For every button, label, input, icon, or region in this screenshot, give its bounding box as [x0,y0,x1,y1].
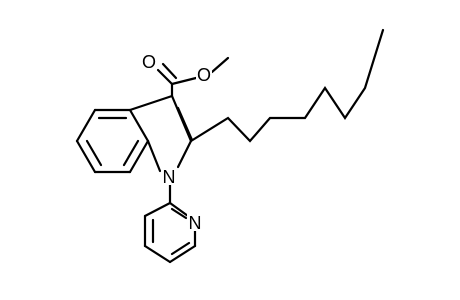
methoxy-oxygen-label: O [197,65,211,85]
double-bond-inner [170,241,191,256]
bond [176,139,193,169]
bond [170,76,198,86]
double-bond-inner [176,106,194,142]
pyridine-nitrogen-label: N [189,213,202,233]
carbonyl-double-bond [156,68,174,86]
atom-label-pyridine-nitrogen: N [187,213,203,233]
bond [75,108,97,143]
benzene-ring [75,108,150,174]
bond [146,139,162,173]
bond [168,201,190,218]
bond [143,201,172,218]
octyl-chain [189,28,385,143]
bond [143,244,172,264]
bond [168,244,197,264]
pyrrole-ring [128,94,194,173]
atom-label-indole-nitrogen: N [161,167,177,187]
pyridine-ring [143,201,197,264]
bond [128,94,174,112]
carbonyl-oxygen-label: O [142,52,156,72]
atom-label-carbonyl-oxygen: O [141,52,157,72]
double-bond-inner [122,139,140,167]
bond [128,108,150,143]
indole-nitrogen-label: N [163,167,176,187]
bond [75,139,97,174]
carbonyl-double-bond [161,62,178,80]
atom-label-methoxy-oxygen: O [196,65,212,85]
double-bond-inner [85,139,103,167]
methyl-bond [210,56,230,74]
bond [128,139,150,174]
double-bond-inner [170,207,188,220]
methyl-ester-group [156,56,230,98]
